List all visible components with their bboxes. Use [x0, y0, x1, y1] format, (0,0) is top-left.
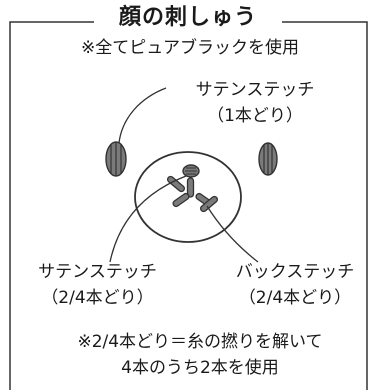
eye-label-stitch: サテンステッチ: [195, 80, 315, 100]
nose-stitch: [182, 164, 200, 178]
diagram-title: 顔の刺しゅう: [94, 7, 282, 29]
mouth-stitch: [166, 175, 219, 213]
note-line-1: ※2/4本どり＝糸の撚りを解いて: [77, 332, 323, 352]
left-eye-stitch: [105, 141, 127, 177]
nose-label-stitch: サテンステッチ: [38, 262, 157, 282]
face-outline: [134, 151, 242, 243]
mouth-label-strands: （2/4本どり）: [238, 288, 352, 308]
mouth-label-stitch: バックステッチ: [235, 262, 355, 282]
note-line-2: 4本のうち2本を使用: [121, 358, 279, 378]
right-eye-stitch: [258, 142, 278, 176]
mouth-leader-line: [206, 205, 259, 263]
eye-leader-line: [118, 87, 167, 144]
nose-label-strands: （2/4本どり）: [41, 288, 154, 308]
frame-border: [9, 21, 368, 390]
eye-label-strands: （1本どり）: [207, 106, 303, 126]
nose-leader-line: [109, 175, 187, 263]
diagram-subtitle: ※全てピュアブラックを使用: [81, 38, 299, 58]
